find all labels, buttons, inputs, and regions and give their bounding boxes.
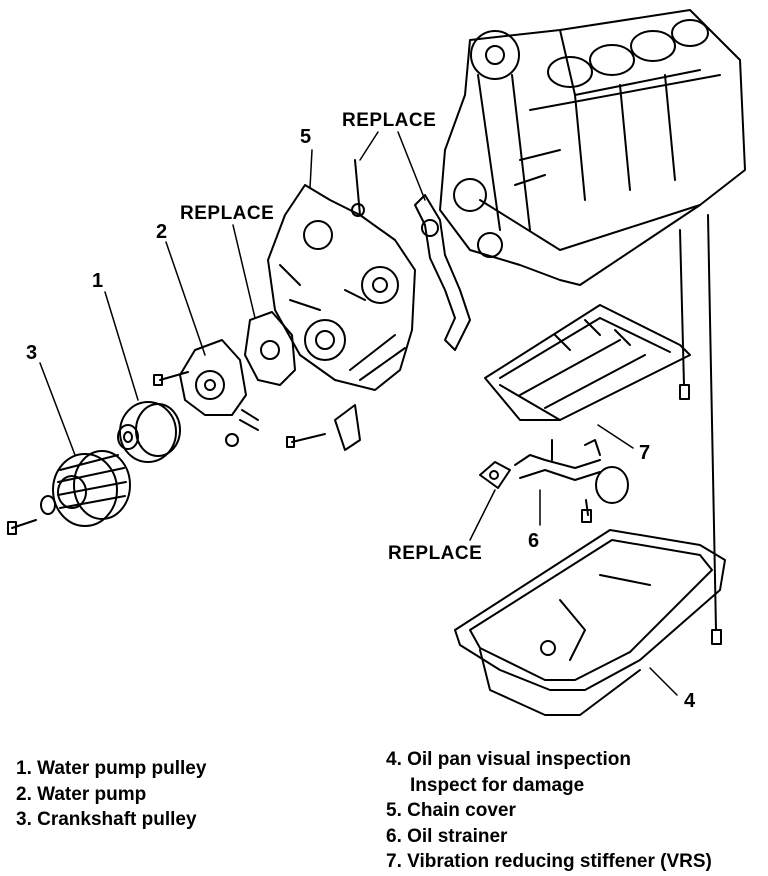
callout-5: 5 [300,126,311,148]
oil-pan [454,529,726,716]
crankshaft-pulley [52,450,131,527]
legend-item-4: 4. Oil pan visual inspection [386,749,631,770]
callout-6: 6 [528,530,539,552]
water-pump-gasket [244,311,296,386]
legend-item-1: 1. Water pump pulley [16,758,207,779]
replace-label-bottom: REPLACE [388,543,482,564]
legend-item-5: 5. Chain cover [386,800,516,821]
engine-block [439,9,746,286]
callout-7: 7 [639,442,650,464]
legend-item-2: 2. Water pump [16,783,147,805]
callout-4: 4 [684,690,696,712]
legend-item-4-note: Inspect for damage [410,774,585,796]
callout-2: 2 [156,221,167,243]
replace-label-middle: REPLACE [180,203,274,224]
legend-item-6: 6. Oil strainer [386,825,508,847]
legend-left: 1. Water pump pulley 2. Water pump 3. Cr… [16,756,206,833]
water-pump [153,339,259,447]
chain-cover-gasket [351,159,471,351]
cover-bolt [286,404,361,451]
leader-lines [39,131,678,696]
chain-cover [267,184,416,391]
crank-bolt [7,495,56,535]
legend-item-7: 7. Vibration reducing stiffener (VRS) [386,851,712,872]
callout-3: 3 [26,342,37,364]
pan-bolts [679,214,722,645]
callout-1: 1 [92,270,103,292]
replace-label-top: REPLACE [342,110,436,131]
legend-item-3: 3. Crankshaft pulley [16,809,197,830]
vibration-reducing-stiffener [484,304,691,421]
water-pump-pulley [117,401,181,463]
engine-exploded-diagram: 1 2 3 4 5 6 7 REPLACE REPLACE REPLACE [7,9,746,716]
legend-right: 4. Oil pan visual inspection Inspect for… [386,747,712,875]
oil-strainer [479,439,629,523]
